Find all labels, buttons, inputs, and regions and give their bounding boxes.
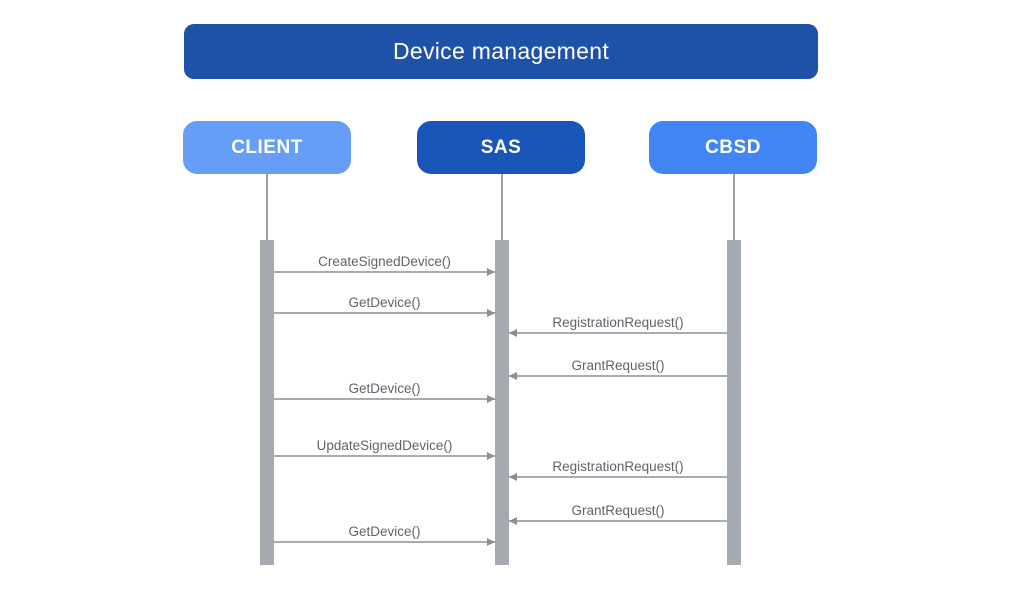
message-label: RegistrationRequest() [552, 315, 684, 330]
activation-bar-cbsd [727, 240, 741, 565]
arrowhead-icon [509, 473, 517, 481]
actor-box-client: CLIENT [183, 121, 351, 174]
message: CreateSignedDevice() [274, 254, 495, 276]
message-label: CreateSignedDevice() [318, 254, 451, 269]
message: RegistrationRequest() [509, 315, 727, 337]
actor-box-cbsd: CBSD [649, 121, 817, 174]
diagram-title-bar: Device management [184, 24, 818, 79]
arrowhead-icon [509, 372, 517, 380]
message-label: GetDevice() [348, 295, 421, 310]
lifeline-cbsd [733, 174, 735, 240]
message-label: GrantRequest() [571, 358, 665, 373]
actor-box-sas: SAS [417, 121, 585, 174]
actor-label-sas: SAS [480, 136, 522, 158]
diagram-title: Device management [392, 38, 610, 64]
message: GetDevice() [274, 524, 495, 546]
lifeline-sas [501, 174, 503, 240]
message-label: GrantRequest() [571, 503, 665, 518]
message: GetDevice() [274, 295, 495, 317]
arrowhead-icon [487, 309, 495, 317]
activation-bar-sas [495, 240, 509, 565]
lifeline-client [266, 174, 268, 240]
activation-bar-client [260, 240, 274, 565]
message: RegistrationRequest() [509, 459, 727, 481]
arrowhead-icon [487, 452, 495, 460]
message: GrantRequest() [509, 358, 727, 380]
message-label: RegistrationRequest() [552, 459, 684, 474]
arrowhead-icon [487, 268, 495, 276]
arrowhead-icon [509, 517, 517, 525]
message: UpdateSignedDevice() [274, 438, 495, 460]
message: GetDevice() [274, 381, 495, 403]
arrowhead-icon [487, 538, 495, 546]
arrowhead-icon [509, 329, 517, 337]
message-label: UpdateSignedDevice() [316, 438, 453, 453]
message: GrantRequest() [509, 503, 727, 525]
actor-label-client: CLIENT [231, 136, 303, 158]
message-label: GetDevice() [348, 524, 421, 539]
arrowhead-icon [487, 395, 495, 403]
message-label: GetDevice() [348, 381, 421, 396]
actor-label-cbsd: CBSD [705, 136, 761, 158]
